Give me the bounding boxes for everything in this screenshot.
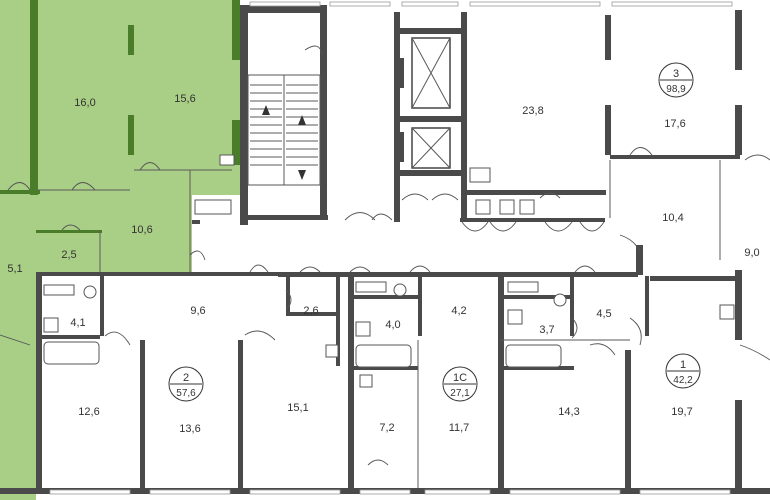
room-area: 4,1	[70, 317, 85, 329]
room-area: 13,6	[179, 423, 200, 435]
room-area: 4,2	[451, 305, 466, 317]
room-area: 12,6	[78, 406, 99, 418]
room-area: 7,2	[379, 422, 394, 434]
apartment-area: 57,6	[176, 388, 196, 399]
room-area: 10,4	[662, 212, 683, 224]
room-area: 16,0	[74, 97, 95, 109]
room-area: 2,5	[61, 249, 76, 261]
room-area: 15,1	[287, 402, 308, 414]
apartment-number: 2	[183, 372, 189, 384]
room-area: 2,6	[303, 305, 318, 317]
green-partitions	[0, 162, 232, 346]
room-area: 10,6	[131, 224, 152, 236]
apartment-area: 27,1	[450, 388, 470, 399]
room-area: 15,6	[174, 93, 195, 105]
room-area: 17,6	[664, 118, 685, 130]
staircase	[247, 45, 393, 221]
upper-right-rooms	[466, 147, 770, 260]
apartment-number: 1C	[453, 372, 467, 384]
apartment-badge[interactable]: 1C 27,1	[442, 366, 478, 402]
room-area: 14,3	[558, 406, 579, 418]
room-area: 23,8	[522, 105, 543, 117]
stair-steps	[250, 84, 318, 166]
apartment-area: 42,2	[673, 375, 693, 386]
windows-bottom	[49, 489, 731, 495]
stair-down-arrow	[298, 170, 306, 180]
room-area: 5,1	[7, 263, 22, 275]
windows-top	[249, 1, 733, 7]
room-area: 4,5	[596, 308, 611, 320]
room-area: 4,0	[385, 319, 400, 331]
bathroom-fixtures	[43, 154, 735, 388]
lower-partitions	[42, 276, 770, 488]
elevators	[400, 37, 459, 201]
room-area: 19,7	[671, 406, 692, 418]
room-area-labels: 16,0 15,6 10,6 2,5 5,1 23,8 17,6 10,4 9,…	[7, 93, 759, 435]
room-area: 9,0	[744, 247, 759, 259]
apartment-area: 98,9	[666, 84, 686, 95]
corridor	[189, 218, 643, 277]
apartment-badge[interactable]: 3 98,9	[658, 62, 694, 98]
room-area: 11,7	[449, 422, 470, 434]
stair-arrow	[298, 115, 306, 125]
highlighted-apartment[interactable]	[0, 0, 240, 500]
apartment-badge[interactable]: 1 42,2	[665, 353, 701, 389]
room-area: 9,6	[190, 305, 205, 317]
apartment-number: 1	[680, 359, 686, 371]
stair-up-arrow	[262, 105, 270, 115]
room-area: 3,7	[539, 324, 554, 336]
apartment-number: 3	[673, 68, 679, 80]
apartment-badge[interactable]: 2 57,6	[168, 366, 204, 402]
